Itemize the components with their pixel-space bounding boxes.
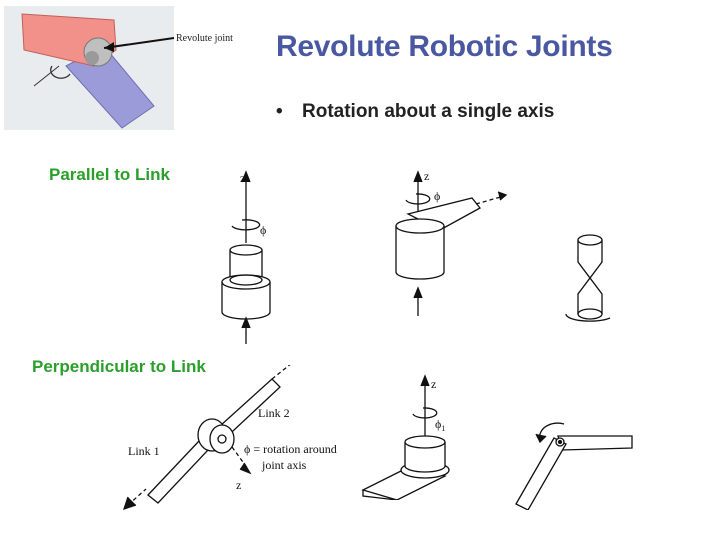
link2-label: Link 2	[258, 406, 290, 420]
section-label-perpendicular: Perpendicular to Link	[32, 357, 206, 376]
figure-perpendicular-elbow	[515, 422, 633, 510]
axis-z-label: z	[424, 169, 429, 183]
bullet-dot: •	[276, 101, 283, 122]
figure-perpendicular-links: Link 2 Link 1 ϕ = rotation around joint …	[122, 365, 337, 511]
bullet-text: Rotation about a single axis	[302, 101, 555, 122]
figure-perpendicular-base: z ϕ1	[361, 374, 450, 500]
figure-parallel-arm: z ϕ	[395, 169, 508, 316]
phi-note-line1: ϕ = rotation around	[244, 442, 337, 456]
link1-label: Link 1	[128, 444, 160, 458]
revolute-joint-photo: Revolute joint	[4, 6, 233, 130]
figure-parallel-cylinder: z ϕ	[221, 170, 271, 344]
axis-z-label: z	[240, 171, 245, 185]
slide-title: Revolute Robotic Joints	[276, 30, 613, 63]
axis-z-label: z	[236, 478, 241, 492]
phi1-label: ϕ1	[435, 417, 445, 433]
bullet-item: • Rotation about a single axis	[276, 101, 554, 123]
photo-callout-label: Revolute joint	[176, 33, 233, 44]
phi-label: ϕ	[434, 189, 440, 203]
phi-label: ϕ	[260, 223, 266, 237]
figure-parallel-hourglass	[565, 234, 611, 322]
axis-z-label: z	[431, 377, 436, 391]
phi-note-line2: joint axis	[261, 458, 307, 472]
section-label-parallel: Parallel to Link	[49, 165, 170, 184]
